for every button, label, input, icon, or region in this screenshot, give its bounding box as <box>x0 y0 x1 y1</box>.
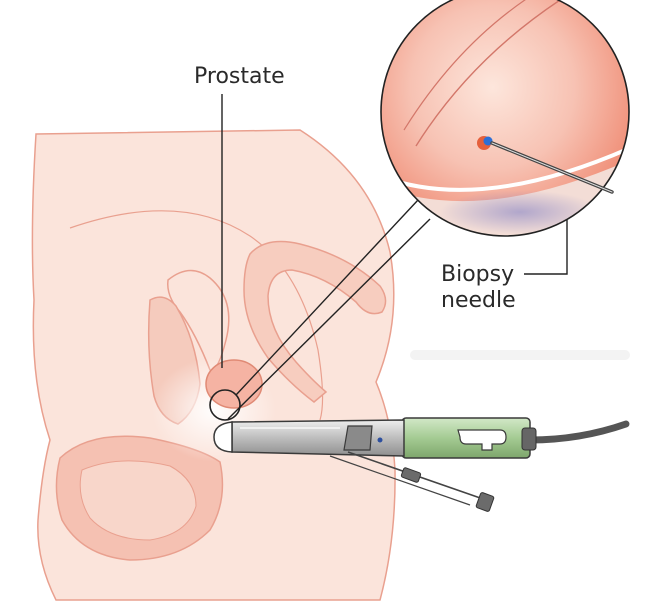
inner-contour-2 <box>403 0 541 131</box>
tumor-spot-icon <box>477 136 493 150</box>
needle-icon <box>490 141 614 194</box>
magnifier-connector-bottom <box>227 218 431 420</box>
prostate-gland <box>205 359 263 409</box>
probe-shaft <box>231 419 405 457</box>
biopsy-needle-label-line2: needle <box>441 288 516 313</box>
biopsy-needle-label: Biopsy needle <box>441 262 516 314</box>
magnified-inset <box>380 0 630 237</box>
faint-background-mark <box>410 350 630 360</box>
inner-contour-1 <box>415 0 561 147</box>
needle-guide <box>343 425 373 451</box>
probe-tip <box>213 421 233 453</box>
biopsy-needle-label-line1: Biopsy <box>441 262 515 287</box>
probe-cable <box>526 420 630 444</box>
magnified-region-marker <box>209 389 241 421</box>
ultrasound-probe <box>213 417 630 459</box>
biopsy-gun-needle <box>329 451 495 512</box>
probe-handle-slot <box>457 429 507 451</box>
rectum <box>243 240 387 403</box>
capsule-line <box>381 146 629 192</box>
body-cross-section <box>31 129 396 601</box>
magnifier-connector-top <box>235 199 419 396</box>
prostate-label: Prostate <box>194 64 285 89</box>
bowel-inner <box>79 460 197 541</box>
